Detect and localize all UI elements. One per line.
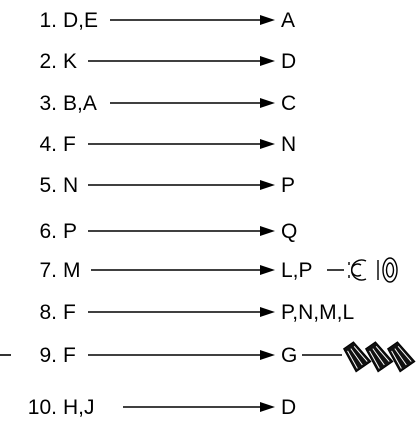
step-number: 4.	[39, 133, 57, 156]
from-terminal: B,A	[63, 92, 97, 115]
connection-row: 7. M L,P	[39, 258, 397, 282]
connection-row: 9. F G	[0, 340, 415, 372]
connection-row: 1. D,E A	[39, 9, 295, 32]
from-terminal: N	[63, 174, 78, 197]
connection-row: 3. B,A C	[39, 92, 296, 115]
from-terminal: P	[63, 220, 77, 243]
from-terminal: D,E	[63, 9, 98, 32]
to-terminal: G	[281, 344, 297, 367]
step-number: 5.	[39, 174, 57, 197]
from-terminal: F	[63, 301, 76, 324]
to-terminal: D	[281, 50, 296, 73]
from-terminal: K	[63, 50, 77, 73]
from-terminal: F	[63, 344, 76, 367]
to-terminal: A	[281, 9, 295, 32]
arrow-head	[260, 307, 275, 317]
connection-row: 5. N P	[39, 174, 295, 197]
wire-nut-connectors-icon	[302, 340, 415, 372]
connection-row: 2. K D	[39, 50, 296, 73]
connection-row: 6. P Q	[39, 220, 297, 243]
arrow-head	[260, 98, 275, 108]
from-terminal: H,J	[63, 396, 95, 419]
connection-row: 8. F P,N,M,L	[39, 301, 354, 324]
connection-row: 4. F N	[39, 133, 296, 156]
to-terminal: N	[281, 133, 296, 156]
ring-terminal-icon	[327, 258, 397, 282]
step-number: 6.	[39, 220, 57, 243]
from-terminal: F	[63, 133, 76, 156]
step-number: 9.	[39, 344, 57, 367]
arrow-head	[260, 226, 275, 236]
arrow-head	[260, 15, 275, 25]
arrow-head	[260, 402, 275, 412]
step-number: 2.	[39, 50, 57, 73]
connection-row: 10. H,J D	[28, 396, 296, 419]
to-terminal: Q	[281, 220, 297, 243]
step-number: 1.	[39, 9, 57, 32]
step-number: 7.	[39, 259, 57, 282]
to-terminal: D	[281, 396, 296, 419]
arrow-head	[260, 56, 275, 66]
step-number: 10.	[28, 396, 57, 419]
to-terminal: L,P	[281, 259, 313, 282]
step-number: 8.	[39, 301, 57, 324]
step-number: 3.	[39, 92, 57, 115]
arrow-head	[260, 180, 275, 190]
arrow-head	[260, 265, 275, 275]
arrow-head	[260, 139, 275, 149]
to-terminal: C	[281, 92, 296, 115]
arrow-head	[260, 350, 275, 360]
to-terminal: P,N,M,L	[281, 301, 354, 324]
from-terminal: M	[63, 259, 81, 282]
to-terminal: P	[281, 174, 295, 197]
